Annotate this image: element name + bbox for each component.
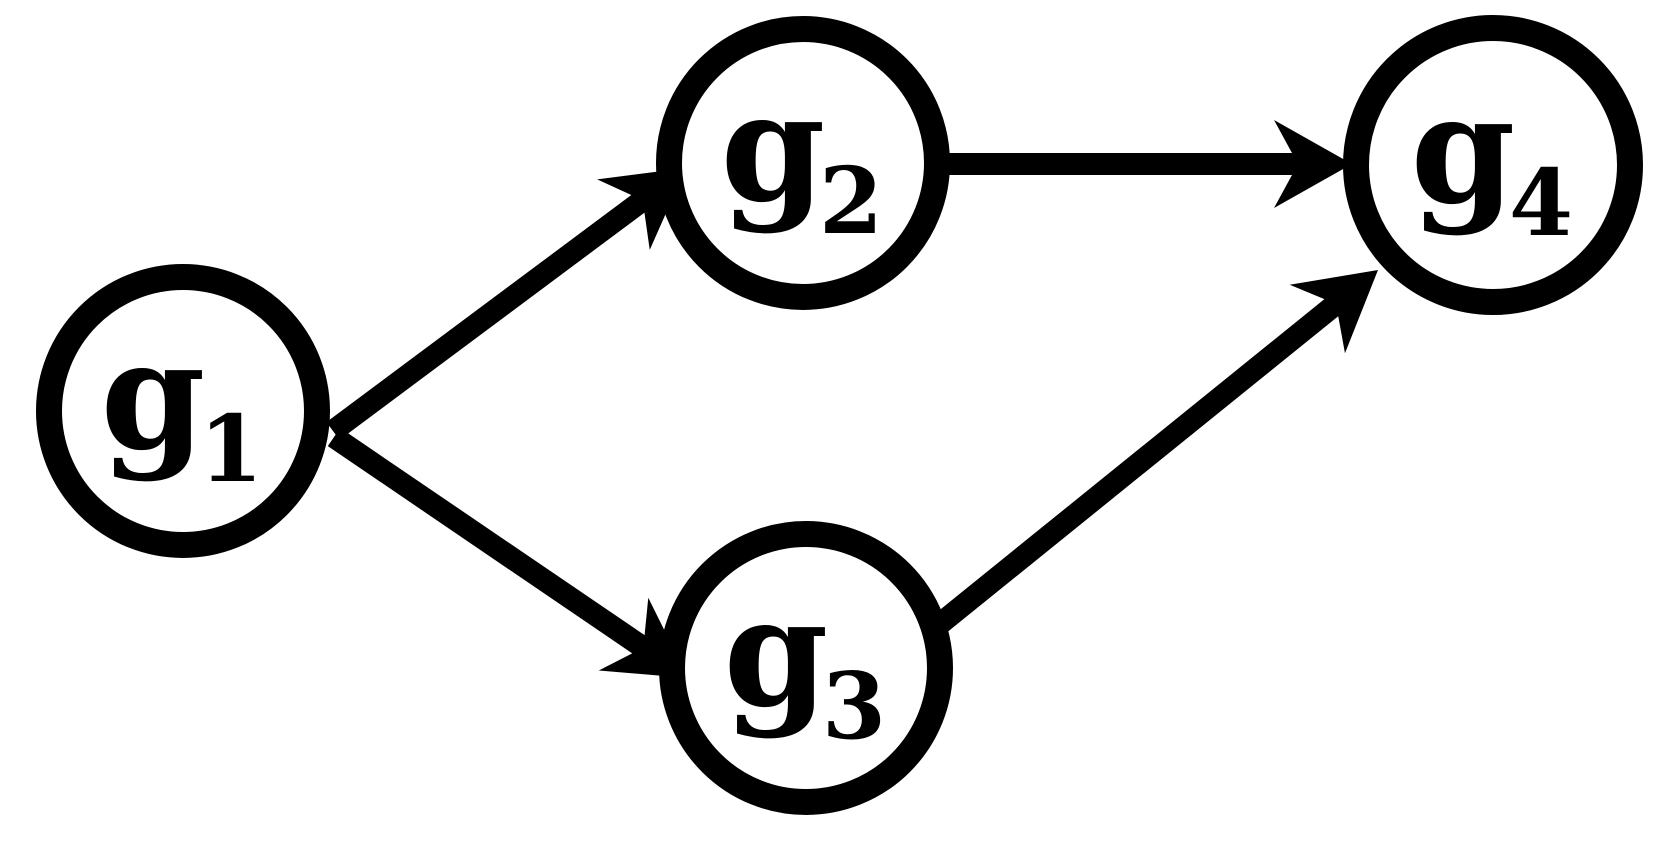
node-g3-circle [659, 521, 953, 815]
node-g2-label-main: g [721, 60, 826, 236]
node-g3-label-main: g [724, 565, 829, 741]
node-g1[interactable]: g 1 [36, 264, 330, 558]
edges-layer [326, 120, 1378, 678]
edge-g1-to-g3[interactable] [327, 427, 688, 678]
edge-g2-to-g4[interactable] [948, 120, 1352, 208]
nodes-layer: g 1 g 2 g 3 g 4 [36, 15, 1643, 815]
edge-g1-to-g3-shape [327, 427, 688, 678]
node-g1-circle [36, 264, 330, 558]
edge-g2-to-g4-shape [948, 120, 1352, 208]
edge-g1-to-g2-shape [326, 168, 686, 440]
node-g2-label-sub: 2 [819, 147, 883, 255]
node-g3[interactable]: g 3 [659, 521, 953, 815]
node-g1-label-main: g [101, 308, 206, 484]
node-g2-circle [656, 16, 950, 310]
node-g4-circle [1343, 15, 1643, 315]
edge-g3-to-g4[interactable] [913, 270, 1378, 649]
node-g4-label-sub: 4 [1509, 149, 1573, 257]
node-g4[interactable]: g 4 [1343, 15, 1643, 315]
node-g4-label-main: g [1411, 62, 1516, 238]
edge-g1-to-g2[interactable] [326, 168, 686, 440]
node-g2[interactable]: g 2 [656, 16, 950, 310]
node-g1-label-sub: 1 [199, 395, 263, 503]
node-g3-label-sub: 3 [822, 652, 886, 760]
edge-g3-to-g4-shape [913, 270, 1378, 649]
